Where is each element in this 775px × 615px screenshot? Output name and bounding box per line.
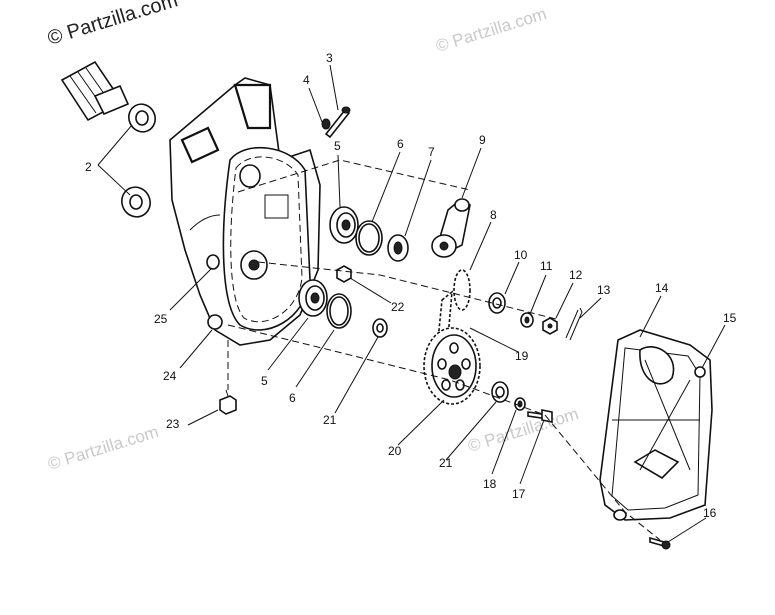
bolt-16: [649, 536, 671, 550]
callout-25: 25: [154, 312, 168, 326]
snap-ring-lower: [326, 293, 352, 329]
chaincase-cover-14: [599, 329, 713, 521]
callout-15: 15: [723, 311, 737, 325]
sprocket-upper: [453, 269, 471, 311]
leader-lines: [97, 64, 726, 543]
callout-2: 2: [85, 160, 92, 174]
nut-12: [542, 317, 558, 335]
callout-9: 9: [479, 133, 486, 147]
callout-5-upper: 5: [334, 139, 341, 153]
callout-5-lower: 5: [261, 374, 268, 388]
callout-11: 11: [540, 259, 553, 273]
callout-12: 12: [569, 268, 583, 282]
cotter-pin-13: [565, 307, 583, 341]
tensioner-arm-9: [431, 198, 471, 258]
bearing-upper: [329, 206, 359, 244]
callout-22: 22: [391, 300, 405, 314]
callout-18: 18: [483, 477, 497, 491]
washer-10: [488, 292, 506, 314]
callout-19: 19: [515, 349, 529, 363]
input-shaft: [60, 60, 130, 122]
callout-24: 24: [163, 369, 177, 383]
watermark-bottom-left: © Partzilla.com: [46, 422, 161, 474]
callout-4: 4: [303, 73, 310, 87]
snap-ring-upper: [355, 220, 383, 256]
callout-17: 17: [512, 487, 526, 501]
chaincase-housing: [169, 77, 321, 346]
drain-plug-23: [219, 389, 237, 415]
callout-14: 14: [655, 281, 669, 295]
callout-3: 3: [326, 51, 333, 65]
bearing-lower: [298, 279, 328, 317]
washer-11: [520, 312, 534, 328]
seal-7: [387, 234, 409, 262]
callout-8: 8: [490, 208, 497, 222]
callout-7: 7: [428, 145, 435, 159]
callout-6-lower: 6: [289, 391, 296, 405]
callout-20: 20: [388, 444, 402, 458]
watermark-main: © Partzilla.com: [45, 0, 180, 50]
callout-21-lower: 21: [439, 456, 453, 470]
callout-10: 10: [514, 248, 528, 262]
axis-line-middle: [257, 261, 561, 321]
washer-21-lower: [491, 381, 509, 403]
watermark-bottom-center: © Partzilla.com: [466, 404, 581, 456]
callout-13: 13: [597, 283, 611, 297]
washer-4: [321, 118, 331, 130]
axis-line-upper: [237, 159, 471, 193]
callout-21-upper: 21: [323, 413, 337, 427]
sprocket-lower-20: [423, 327, 481, 405]
bolt-3: [324, 106, 351, 139]
watermark-top-right: © Partzilla.com: [434, 4, 549, 56]
callout-16: 16: [703, 506, 717, 520]
callout-23: 23: [166, 417, 180, 431]
axis-line-lower: [227, 324, 661, 541]
callout-6-upper: 6: [397, 137, 404, 151]
seal-upper: [128, 103, 156, 133]
nut-22: [336, 265, 352, 283]
washer-21-upper: [372, 318, 388, 338]
